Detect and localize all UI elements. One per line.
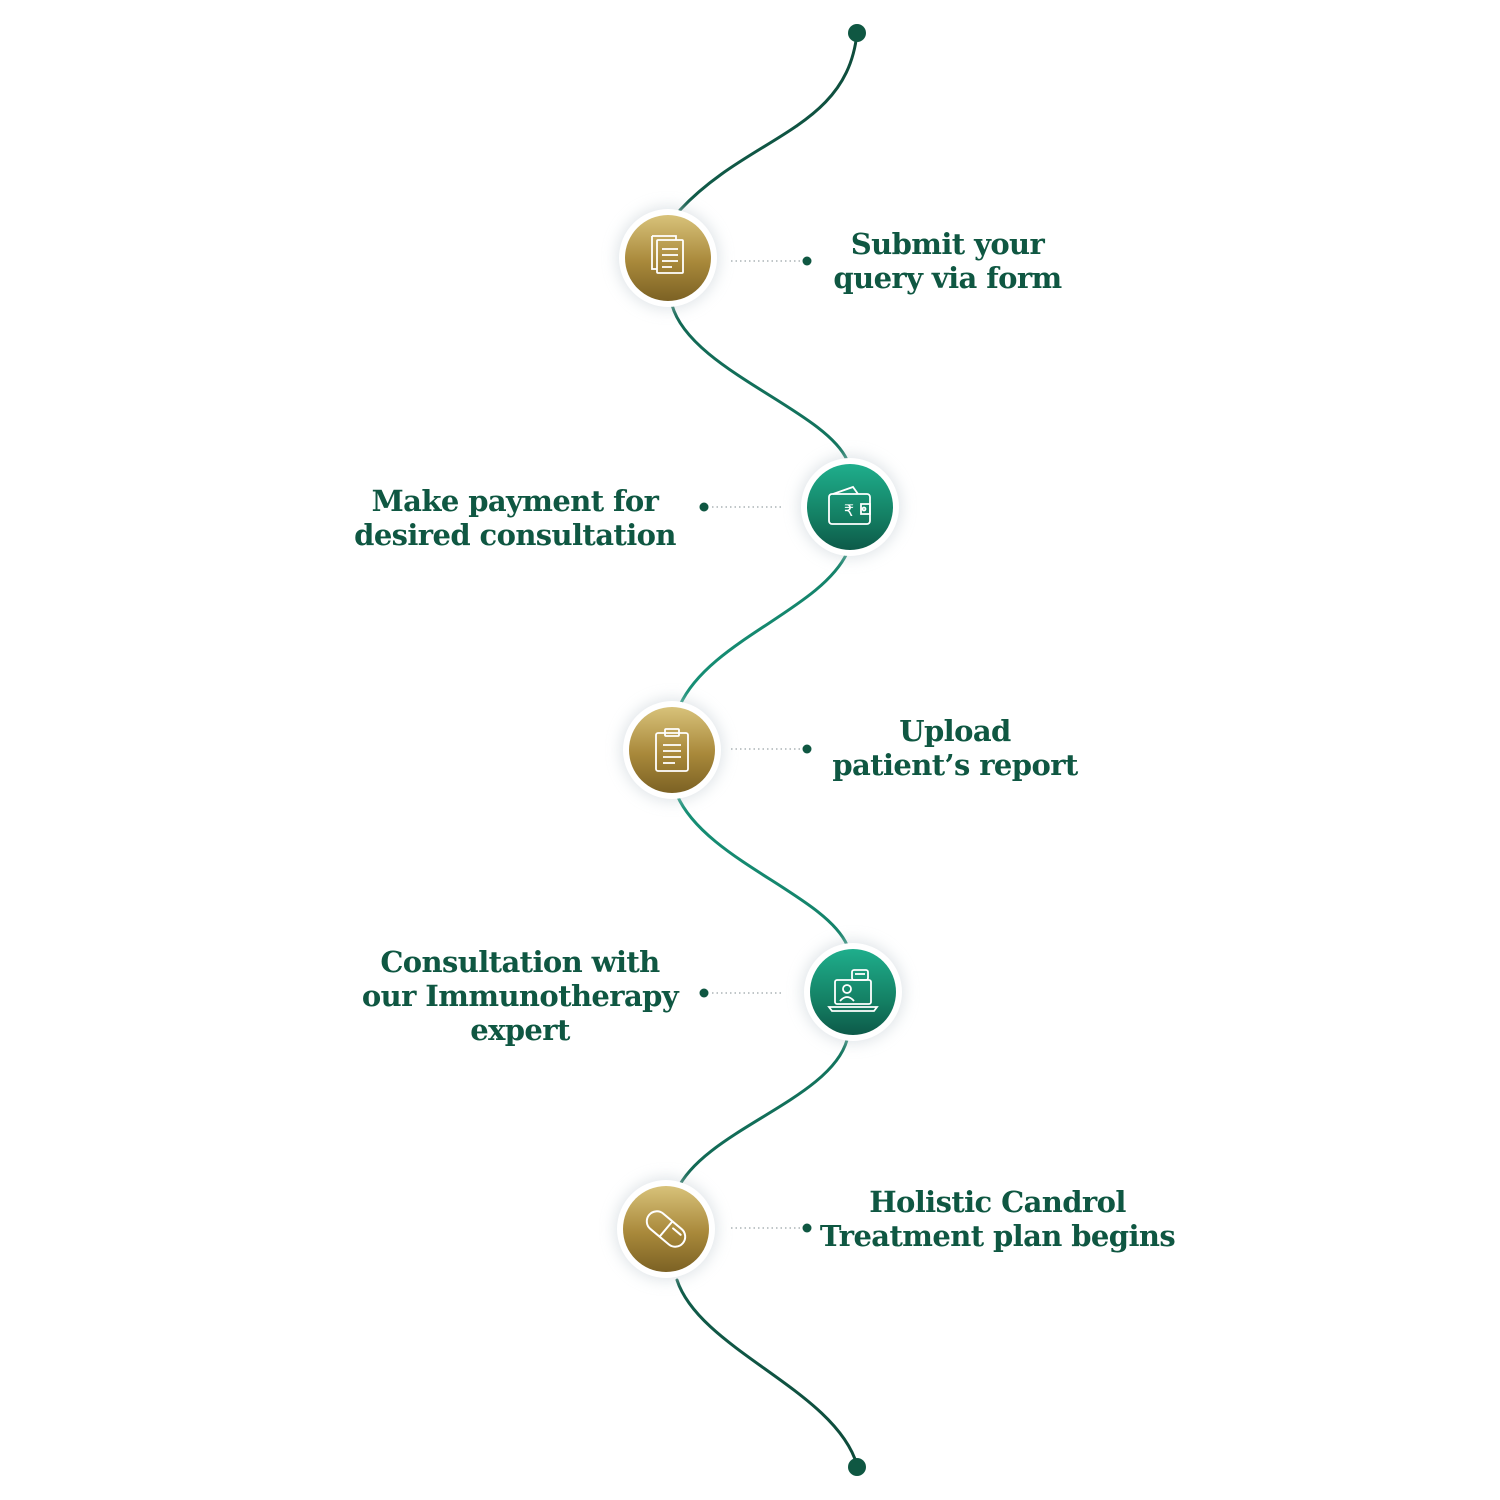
clipboard-icon [655,728,689,772]
step-node-3 [620,698,724,802]
step-label-1: Submit your query via form [810,227,1085,295]
video-consultation-icon [827,969,879,1012]
step-1-line-1: Submit your [850,227,1045,261]
capsule-icon [645,1210,687,1248]
end-dot [848,1458,866,1476]
step-1-line-2: query via form [833,261,1062,295]
connector-curve [670,31,859,1467]
step-node-4 [801,940,905,1044]
document-icon [651,235,684,274]
step-5-line-1: Holistic Candrol [869,1185,1126,1219]
step-label-3: Upload patient’s report [810,714,1100,782]
svg-text:₹: ₹ [844,501,854,520]
step-3-line-1: Upload [899,714,1011,748]
leader-dots [699,256,812,1233]
step-2-line-1: Make payment for [371,484,659,518]
step-label-2: Make payment for desired consultation [345,484,685,552]
step-node-5 [614,1177,718,1281]
step-4-line-1: Consultation with [380,945,660,979]
step-node-2: ₹ [798,455,902,559]
step-node-1 [616,206,720,310]
step-5-line-2: Treatment plan begins [819,1219,1176,1253]
step-2-line-2: desired consultation [354,518,676,552]
step-label-5: Holistic Candrol Treatment plan begins [800,1185,1195,1253]
step-4-line-3: expert [470,1013,570,1047]
step-label-4: Consultation with our Immunotherapy expe… [350,945,690,1047]
step-3-line-2: patient’s report [832,748,1078,782]
wallet-rupee-icon: ₹ [828,485,871,525]
step-4-line-2: our Immunotherapy [361,979,679,1013]
start-dot [848,24,866,42]
